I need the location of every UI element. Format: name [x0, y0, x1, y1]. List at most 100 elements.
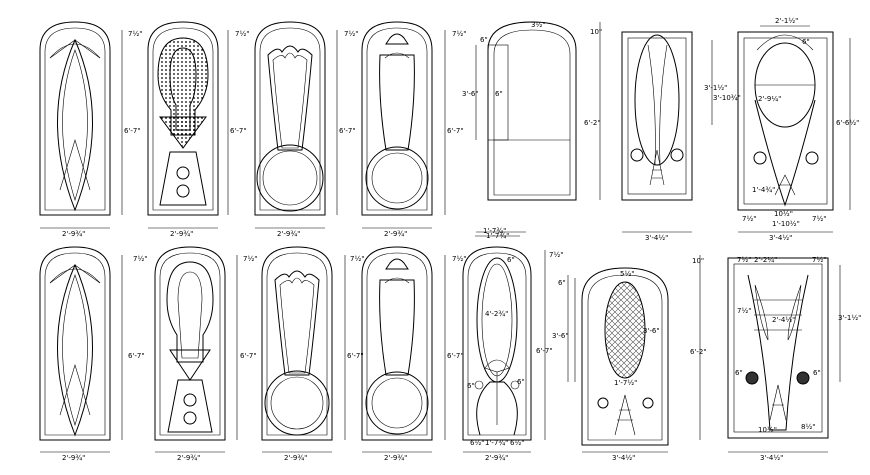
svg-text:2'-9¼": 2'-9¼" — [758, 95, 781, 103]
svg-text:3'-1½": 3'-1½" — [838, 314, 861, 322]
svg-text:6'-7": 6'-7" — [240, 352, 257, 360]
door-5: 3½" 3'-6" 6" 6" 1'-7¾" — [462, 21, 577, 240]
d11-dim-height: 6'-7" 7½" — [444, 255, 466, 440]
svg-text:7½": 7½" — [812, 215, 826, 223]
svg-text:3'-4½": 3'-4½" — [769, 234, 792, 242]
svg-text:6'-7": 6'-7" — [447, 352, 464, 360]
d9-dim-height: 6'-7" 7½" — [236, 255, 257, 440]
svg-text:2'-9¾": 2'-9¾" — [62, 454, 85, 462]
svg-text:6'-2": 6'-2" — [584, 119, 601, 127]
svg-text:7½": 7½" — [350, 255, 364, 263]
door-6: 6'-2" 10" 3'-1½" 3'-10¾" 3'-4½" — [584, 22, 741, 242]
svg-text:6'-7": 6'-7" — [124, 127, 141, 135]
door-1: 6'-7" 7½" 2'-9¾" — [39, 21, 142, 238]
svg-text:6'-7": 6'-7" — [128, 352, 145, 360]
svg-text:6": 6" — [495, 90, 503, 98]
svg-text:6": 6" — [735, 369, 743, 377]
svg-text:2'-4½": 2'-4½" — [772, 316, 795, 324]
svg-text:2'-9¾": 2'-9¾" — [384, 454, 407, 462]
svg-text:3'-6": 3'-6" — [462, 90, 479, 98]
door-12: 6'-7" 7½" 3'-6" 4'-2¾" 6" 6" 6" 6½" 1'-7… — [462, 227, 569, 462]
svg-text:7½": 7½" — [344, 30, 358, 38]
svg-text:10": 10" — [692, 257, 704, 265]
svg-text:7½": 7½" — [549, 251, 563, 259]
d8-dim-width: 2'-9¾" — [40, 451, 110, 462]
svg-text:6'-2": 6'-2" — [690, 348, 707, 356]
svg-text:3'-10¾": 3'-10¾" — [713, 94, 741, 102]
d4-dim-height: 6'-7" 7½" — [444, 30, 466, 215]
svg-text:6'-7": 6'-7" — [447, 127, 464, 135]
svg-text:1'-7¾": 1'-7¾" — [483, 227, 506, 235]
svg-text:6": 6" — [480, 36, 488, 44]
d11-dim-width: 2'-9¾" — [362, 451, 432, 462]
svg-text:7½": 7½" — [243, 255, 257, 263]
svg-text:6'-6½": 6'-6½" — [836, 119, 859, 127]
svg-text:6'-7": 6'-7" — [347, 352, 364, 360]
d1-dim-width: 2'-9¾" — [40, 227, 110, 238]
d9-dim-width: 2'-9¾" — [155, 451, 225, 462]
svg-text:6'-7": 6'-7" — [339, 127, 356, 135]
door-11: 6'-7" 7½" 2'-9¾" — [361, 246, 466, 462]
svg-text:6'-7": 6'-7" — [230, 127, 247, 135]
d3-dim-height: 6'-7" 7½" — [336, 30, 358, 215]
door-14: 6'-2" 10" 7½" 2'-2¼" 7½" 3'-1½" 7½" 2'-4… — [690, 255, 861, 462]
d5-dims: 3½" 3'-6" 6" 6" 1'-7¾" — [462, 21, 545, 240]
svg-text:2'-9¾": 2'-9¾" — [277, 230, 300, 238]
svg-text:1'-10½": 1'-10½" — [772, 220, 800, 228]
svg-text:7½": 7½" — [737, 307, 751, 315]
svg-text:8½": 8½" — [801, 423, 815, 431]
svg-text:7½": 7½" — [812, 256, 826, 264]
svg-text:7½": 7½" — [235, 30, 249, 38]
svg-text:2'-1½": 2'-1½" — [775, 17, 798, 25]
svg-text:6": 6" — [517, 378, 525, 386]
d13-dims: 5½" 6" 3'-6" 1'-7½" — [558, 270, 660, 387]
svg-text:10½": 10½" — [774, 210, 793, 218]
svg-text:2'-9¾": 2'-9¾" — [284, 454, 307, 462]
d4-dim-width: 2'-9¾" — [362, 227, 432, 238]
svg-text:5½": 5½" — [620, 270, 634, 278]
svg-text:6½": 6½" — [510, 439, 524, 447]
svg-text:7½": 7½" — [452, 255, 466, 263]
svg-text:10½": 10½" — [758, 426, 777, 434]
svg-text:6": 6" — [467, 382, 475, 390]
d7-dims: 2'-1½" 6" 6'-6½" 2'-9¼" 1'-4¾" 7½" 10½" … — [738, 17, 859, 242]
svg-text:3'-4½": 3'-4½" — [612, 454, 635, 462]
door-2: 6'-7" 7½" 2'-9¾" — [147, 21, 249, 238]
svg-text:2'-9¾": 2'-9¾" — [177, 454, 200, 462]
d8-dim-height: 6'-7" 7½" — [121, 255, 147, 440]
svg-text:6": 6" — [802, 38, 810, 46]
d10-dim-width: 2'-9¾" — [262, 451, 332, 462]
svg-text:3'-6": 3'-6" — [643, 327, 660, 335]
svg-text:3'-4½": 3'-4½" — [645, 234, 668, 242]
svg-text:7½": 7½" — [452, 30, 466, 38]
svg-text:2'-9¾": 2'-9¾" — [384, 230, 407, 238]
svg-text:6½": 6½" — [470, 439, 484, 447]
svg-text:3'-4½": 3'-4½" — [760, 454, 783, 462]
door-7: 2'-1½" 6" 6'-6½" 2'-9¼" 1'-4¾" 7½" 10½" … — [737, 17, 859, 242]
svg-text:7½": 7½" — [742, 215, 756, 223]
svg-text:2'-2¼": 2'-2¼" — [754, 256, 777, 264]
svg-text:1'-4¾": 1'-4¾" — [752, 186, 775, 194]
svg-text:7½": 7½" — [737, 256, 751, 264]
svg-text:4'-2¾": 4'-2¾" — [485, 310, 508, 318]
svg-text:7½": 7½" — [133, 255, 147, 263]
svg-text:6": 6" — [813, 369, 821, 377]
svg-text:1'-7½": 1'-7½" — [614, 379, 637, 387]
door-3: 6'-7" 7½" 2'-9¾" — [254, 21, 358, 238]
d12-dims: 6'-7" 7½" 3'-6" 4'-2¾" 6" 6" 6" 6½" 1'-7… — [463, 227, 569, 462]
d2-dim-height: 6'-7" 7½" — [227, 30, 249, 215]
svg-text:3'-1½": 3'-1½" — [704, 84, 727, 92]
svg-text:2'-9¾": 2'-9¾" — [62, 230, 85, 238]
d3-dim-width: 2'-9¾" — [255, 227, 325, 238]
door-13: 5½" 6" 3'-6" 1'-7½" — [558, 267, 669, 446]
door-4: 6'-7" 7½" 2'-9¾" — [361, 21, 466, 238]
d13-bottom-dim: 3'-4½" — [582, 451, 668, 462]
d2-dim-width: 2'-9¾" — [148, 227, 218, 238]
door-9: 6'-7" 7½" 2'-9¾" — [154, 246, 257, 462]
d6-dims: 6'-2" 10" 3'-1½" 3'-10¾" 3'-4½" — [584, 22, 741, 242]
svg-text:2'-9¾": 2'-9¾" — [170, 230, 193, 238]
svg-text:6": 6" — [558, 279, 566, 287]
svg-text:1'-7¾": 1'-7¾" — [485, 439, 508, 447]
svg-text:3'-6": 3'-6" — [552, 332, 569, 340]
